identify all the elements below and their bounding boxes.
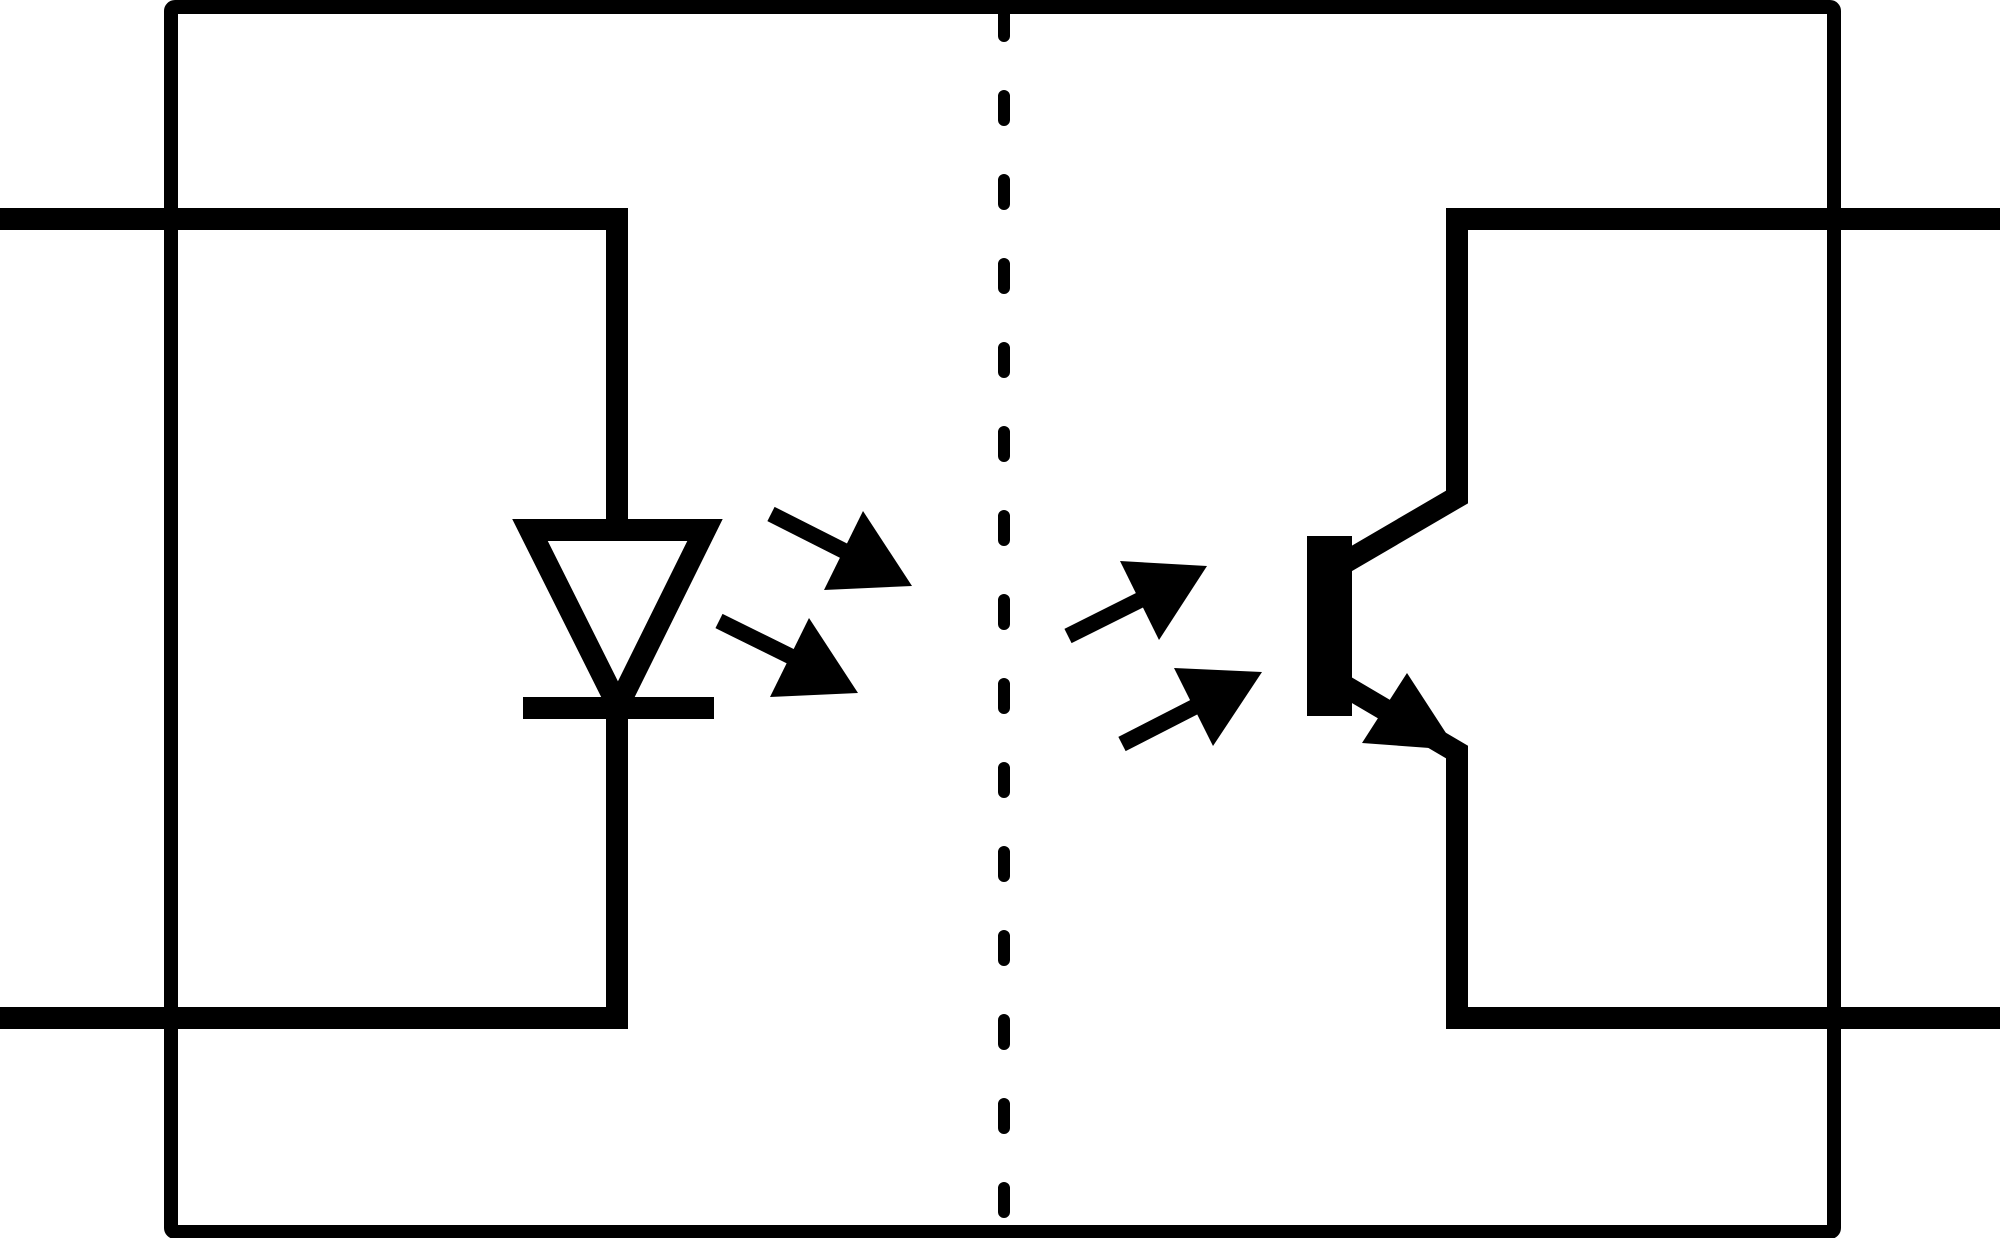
emitted-light-arrow-icon xyxy=(715,613,858,697)
emitted-light-arrows xyxy=(715,506,912,697)
led-cathode-lead xyxy=(0,708,628,1029)
output-phototransistor xyxy=(1307,208,2000,1029)
emitter-arrow-icon xyxy=(1362,673,1457,750)
received-light-arrow-icon xyxy=(1064,561,1207,644)
base-bar xyxy=(1307,536,1352,716)
led-anode-lead xyxy=(0,208,628,537)
collector-lead xyxy=(1338,208,2000,573)
emitted-light-arrow-icon xyxy=(767,506,912,590)
received-light-arrows xyxy=(1064,561,1262,752)
received-light-arrow-icon xyxy=(1118,668,1262,752)
led-triangle xyxy=(512,519,723,731)
input-led xyxy=(0,208,723,1029)
